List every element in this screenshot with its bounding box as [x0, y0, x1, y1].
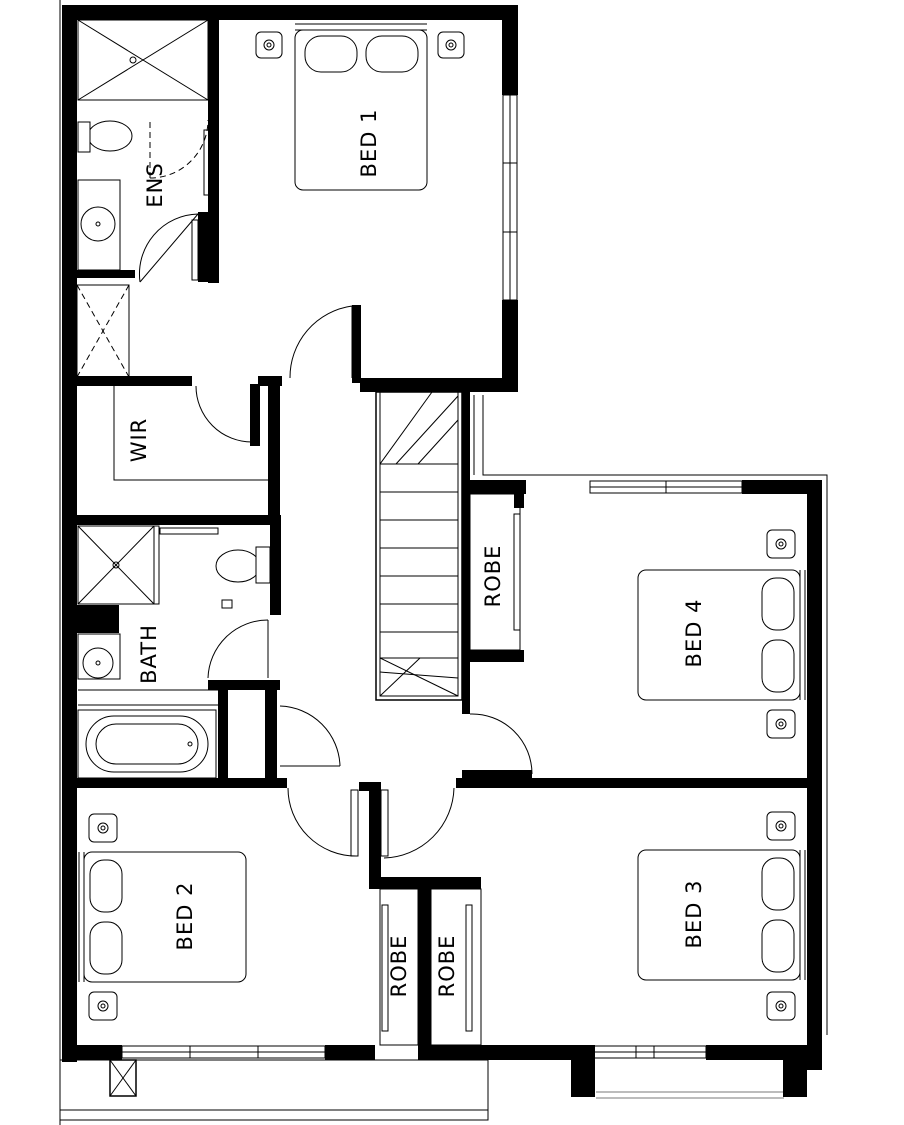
- bed2-furniture: [78, 813, 247, 1021]
- meter-box: [109, 1059, 137, 1097]
- wir-shelf: [113, 386, 268, 481]
- doors: [138, 119, 533, 859]
- bed4-furniture: [469, 493, 806, 739]
- room-label-ens: ENS: [143, 162, 167, 207]
- ensuite-fixtures: [77, 19, 210, 271]
- stairs: [375, 391, 463, 701]
- bed3-furniture: [637, 811, 806, 1021]
- bed1-furniture: [255, 23, 465, 191]
- room-label-wir: WIR: [127, 418, 151, 463]
- room-label-robe-bed4: ROBE: [481, 545, 505, 608]
- room-label-robe-bed3: ROBE: [435, 935, 459, 998]
- room-label-bed2: BED 2: [173, 882, 197, 951]
- room-label-bed3: BED 3: [682, 880, 706, 949]
- walls: [62, 5, 822, 1097]
- room-label-robe-bed2: ROBE: [387, 935, 411, 998]
- room-label-bed4: BED 4: [682, 599, 706, 668]
- room-label-bath: BATH: [137, 624, 161, 684]
- room-label-bed1: BED 1: [357, 109, 381, 178]
- room-labels: BED 1 ENS WIR BATH ROBE BED 4 BED 2 BED …: [127, 109, 706, 998]
- bath-fixtures: [77, 525, 271, 779]
- robes-lower: [379, 888, 482, 1046]
- outline-lines: [59, 0, 828, 1125]
